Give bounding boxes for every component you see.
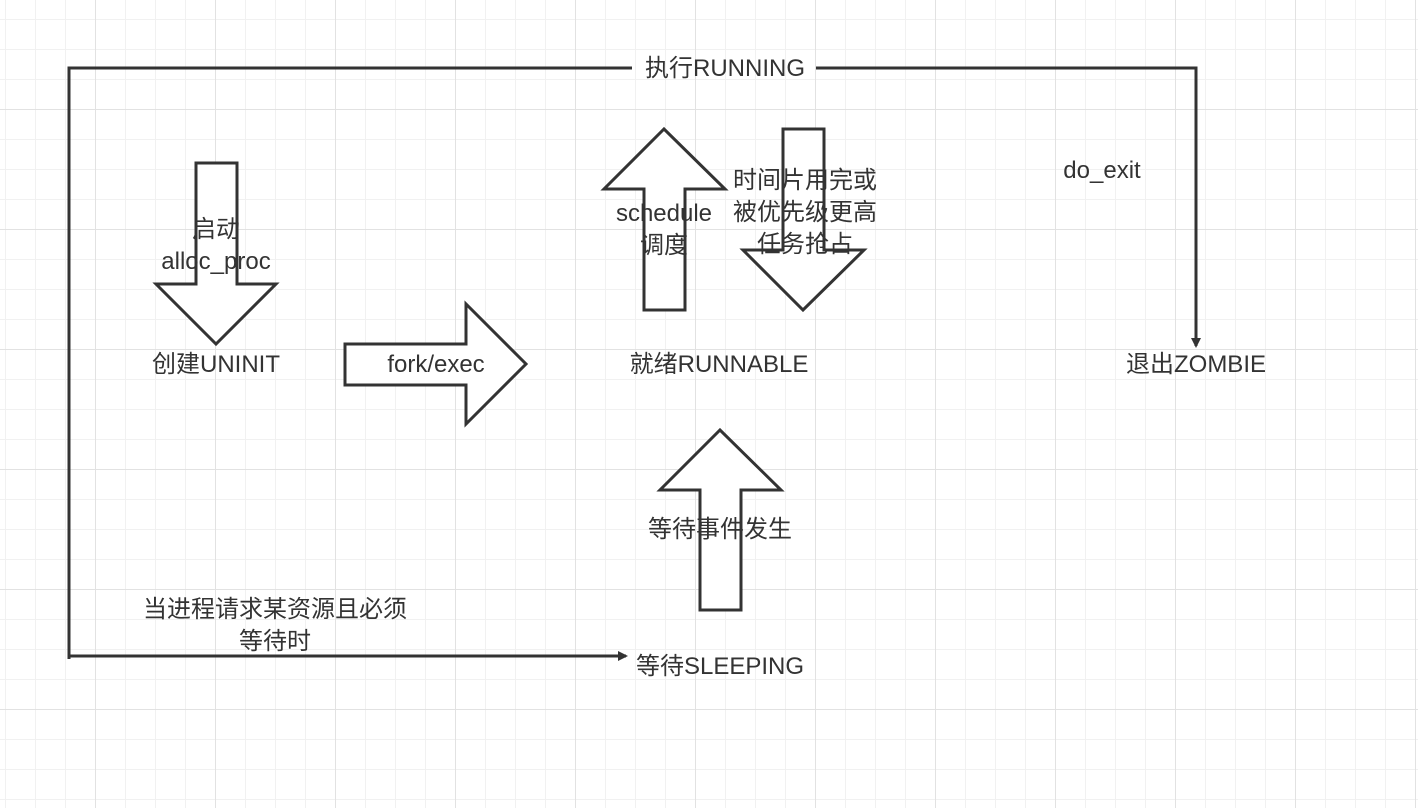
state-running-label: 执行RUNNING xyxy=(645,55,805,82)
state-sleeping-label: 等待SLEEPING xyxy=(635,653,805,680)
alloc-proc-arrow xyxy=(152,161,280,347)
preempt-label: 时间片用完或 被优先级更高 任务抢占 xyxy=(733,167,877,258)
fork-exec-label: fork/exec xyxy=(387,351,485,378)
schedule-label: schedule 调度 xyxy=(615,200,713,259)
wait-event-label: 等待事件发生 xyxy=(648,516,792,543)
fork-exec-arrow xyxy=(343,300,529,428)
wait-event-arrow xyxy=(656,427,785,612)
do-exit-label: do_exit xyxy=(1063,157,1141,184)
schedule-arrow xyxy=(600,126,729,312)
running-to-zombie-arrow xyxy=(816,66,1201,348)
running-connector-left xyxy=(67,66,632,659)
preempt-arrow xyxy=(739,127,868,313)
state-uninit-label: 创建UNINIT xyxy=(152,351,280,378)
start-alloc-proc-label: 启动 alloc_proc xyxy=(161,216,271,275)
state-zombie-label: 退出ZOMBIE xyxy=(1125,351,1267,378)
state-runnable-label: 就绪RUNNABLE xyxy=(629,351,809,378)
request-resource-label: 当进程请求某资源且必须 等待时 xyxy=(143,596,407,655)
